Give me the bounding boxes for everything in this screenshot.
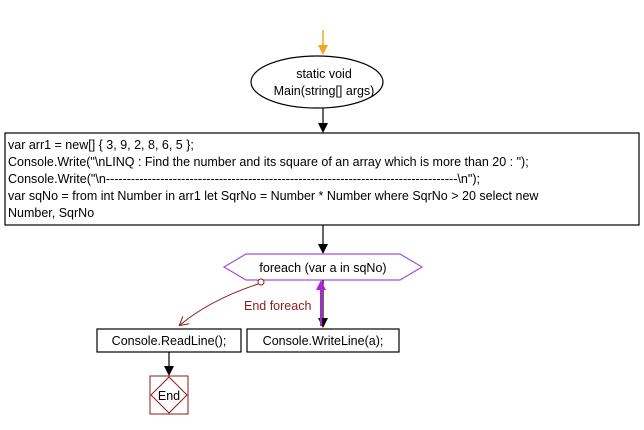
foreach-node bbox=[222, 253, 424, 281]
process-line-1: var arr1 = new[] { 3, 9, 2, 8, 6, 5 }; bbox=[8, 138, 194, 152]
loop-exit-point bbox=[257, 278, 265, 286]
end-node-diamond bbox=[150, 376, 188, 414]
start-line2: Main(string[] args) bbox=[274, 84, 375, 98]
writeline-label: Console.WriteLine(a); bbox=[263, 334, 384, 348]
process-box bbox=[4, 132, 640, 226]
foreach-label: foreach (var a in sqNo) bbox=[259, 261, 386, 275]
process-line-5: Number, SqrNo bbox=[8, 206, 94, 220]
writeline-box bbox=[246, 328, 400, 353]
process-line-3: Console.Write("\n-----------------------… bbox=[8, 172, 480, 186]
start-line1: static void bbox=[296, 67, 352, 81]
readline-label: Console.ReadLine(); bbox=[112, 334, 227, 348]
process-text: var arr1 = new[] { 3, 9, 2, 8, 6, 5 }; C… bbox=[8, 138, 539, 220]
end-foreach-label: End foreach bbox=[244, 299, 311, 313]
start-node bbox=[250, 55, 384, 109]
end-label: End bbox=[158, 389, 180, 403]
process-line-2: Console.Write("\nLINQ : Find the number … bbox=[8, 155, 529, 169]
loop-exit-arrow bbox=[180, 283, 259, 325]
process-line-4: var sqNo = from int Number in arr1 let S… bbox=[8, 189, 539, 203]
